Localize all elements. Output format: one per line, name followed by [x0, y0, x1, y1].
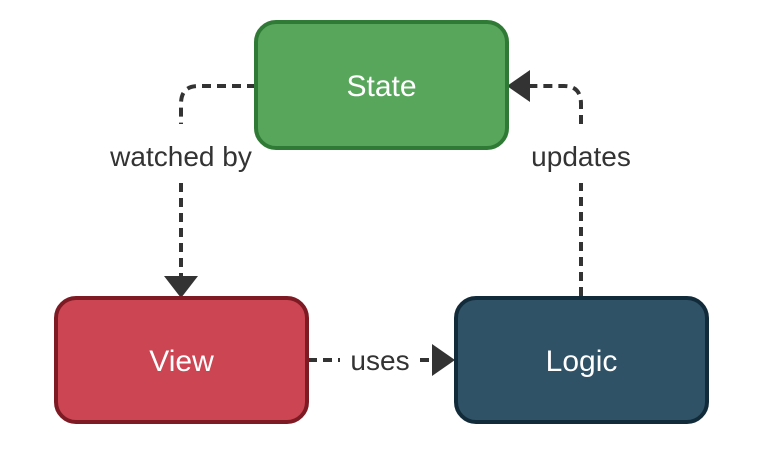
node-state-box — [254, 20, 509, 150]
node-logic[interactable]: Logic — [454, 296, 709, 424]
edge-view-to-logic: uses — [308, 344, 455, 376]
edge-state-to-view-arrowhead — [164, 276, 198, 298]
node-view-label: View — [149, 345, 214, 378]
node-state[interactable]: State — [254, 20, 509, 150]
edge-logic-to-state-arrowhead — [507, 70, 530, 102]
node-logic-box — [454, 296, 709, 424]
node-logic-label: Logic — [546, 345, 618, 378]
node-view-box — [54, 296, 309, 424]
edge-label-watched-by: watched by — [109, 141, 252, 172]
node-state-label: State — [346, 70, 416, 103]
edge-state-to-view-line — [179, 84, 256, 124]
edge-state-to-view: watched by — [109, 84, 256, 298]
edge-label-uses: uses — [350, 345, 409, 376]
edge-logic-to-state-line-upper — [530, 84, 583, 124]
edge-label-updates: updates — [531, 141, 631, 172]
edge-view-to-logic-arrowhead — [432, 344, 455, 376]
node-view[interactable]: View — [54, 296, 309, 424]
edge-logic-to-state: updates — [507, 70, 631, 296]
